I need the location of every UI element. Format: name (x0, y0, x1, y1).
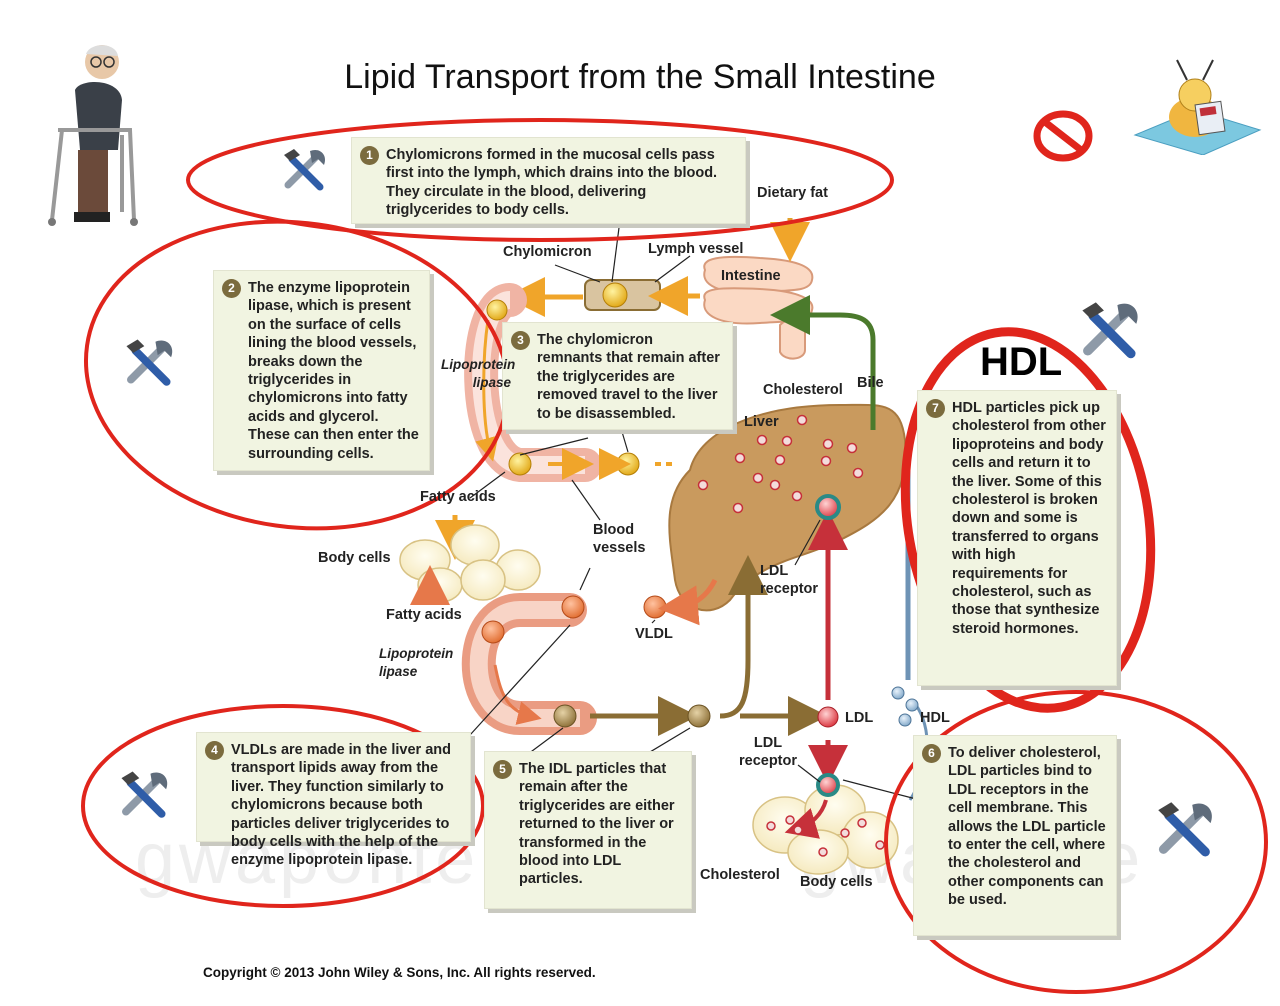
label-cholesterol-liver: Cholesterol (763, 382, 843, 398)
tools-icon (1082, 302, 1138, 359)
label-intestine: Intestine (721, 268, 781, 284)
step-number-badge: 6 (922, 744, 941, 763)
step-text: The chylomicron remnants that remain aft… (537, 332, 720, 422)
label-dietary-fat: Dietary fat (757, 185, 828, 201)
label-fatty-acids-lower: Fatty acids (386, 607, 462, 623)
body-cells-cluster-upper (399, 524, 541, 603)
label-body-cells-lower: Body cells (800, 874, 873, 890)
label-ldl: LDL (845, 710, 874, 726)
label-liver: Liver (744, 414, 779, 430)
step-1-box: 1 Chylomicrons formed in the mucosal cel… (351, 137, 746, 224)
body-cells-cluster-lower (752, 784, 899, 875)
hdl-particles (891, 686, 919, 727)
label-fatty-acids-upper: Fatty acids (420, 489, 496, 505)
step-7-box: 7 HDL particles pick up cholesterol from… (917, 390, 1117, 686)
step-number-badge: 5 (493, 760, 512, 779)
step-5-box: 5 The IDL particles that remain after th… (484, 751, 692, 909)
step-number-badge: 4 (205, 741, 224, 760)
idl-particle (687, 704, 711, 728)
label-vldl: VLDL (635, 626, 673, 642)
ldl-receptor-liver (815, 494, 841, 520)
label-blood-vessels: Blood vessels (593, 522, 646, 556)
highlight-ovals (81, 118, 1268, 994)
tools-icon (121, 771, 168, 818)
step-text: To deliver cholesterol, LDL particles bi… (948, 745, 1106, 909)
copyright-notice: Copyright © 2013 John Wiley & Sons, Inc.… (203, 965, 596, 980)
step-6-box: 6 To deliver cholesterol, LDL particles … (913, 735, 1117, 936)
step-text: The enzyme lipoprotein lipase, which is … (248, 280, 419, 462)
liver-cholesterol-dots (697, 414, 864, 514)
label-lipoprotein-lipase-lower: Lipoprotein lipase (379, 646, 454, 679)
label-bile: Bile (857, 375, 884, 391)
label-ldl-receptor-liver: LDL receptor (760, 563, 819, 597)
chylomicron-in-lymph (602, 282, 628, 308)
elderly-walker-icon (48, 45, 138, 226)
step-3-box: 3 The chylomicron remnants that remain a… (502, 322, 733, 430)
ldl-particle (817, 706, 839, 728)
label-cholesterol-cell: Cholesterol (700, 867, 780, 883)
label-lymph-vessel: Lymph vessel (648, 241, 744, 257)
tools-icon (1158, 802, 1212, 857)
vldl-particle (643, 595, 667, 619)
step-number-badge: 3 (511, 331, 530, 350)
label-chylomicron: Chylomicron (503, 244, 592, 260)
step-text: HDL particles pick up cholesterol from o… (952, 400, 1106, 637)
tools-icon (284, 149, 326, 191)
tools-icon (126, 339, 173, 386)
step-text: Chylomicrons formed in the mucosal cells… (386, 147, 718, 219)
step-text: VLDLs are made in the liver and transpor… (231, 742, 451, 869)
step-number-badge: 2 (222, 279, 241, 298)
step-4-box: 4 VLDLs are made in the liver and transp… (196, 732, 471, 868)
step-2-box: 2 The enzyme lipoprotein lipase, which i… (213, 270, 430, 471)
label-hdl: HDL (920, 710, 950, 726)
step-number-badge: 1 (360, 146, 379, 165)
step-number-badge: 7 (926, 399, 945, 418)
diagram-title: Lipid Transport from the Small Intestine (344, 58, 936, 96)
label-lipoprotein-lipase-upper: Lipoprotein lipase (441, 357, 516, 390)
label-ldl-receptor-cell: LDL receptor (738, 735, 798, 769)
step-text: The IDL particles that remain after the … (519, 761, 675, 888)
bee-reading-icon (1133, 59, 1262, 155)
hdl-heading: HDL (980, 340, 1063, 384)
label-body-cells-upper: Body cells (318, 550, 391, 566)
no-sign-icon (1033, 110, 1093, 162)
